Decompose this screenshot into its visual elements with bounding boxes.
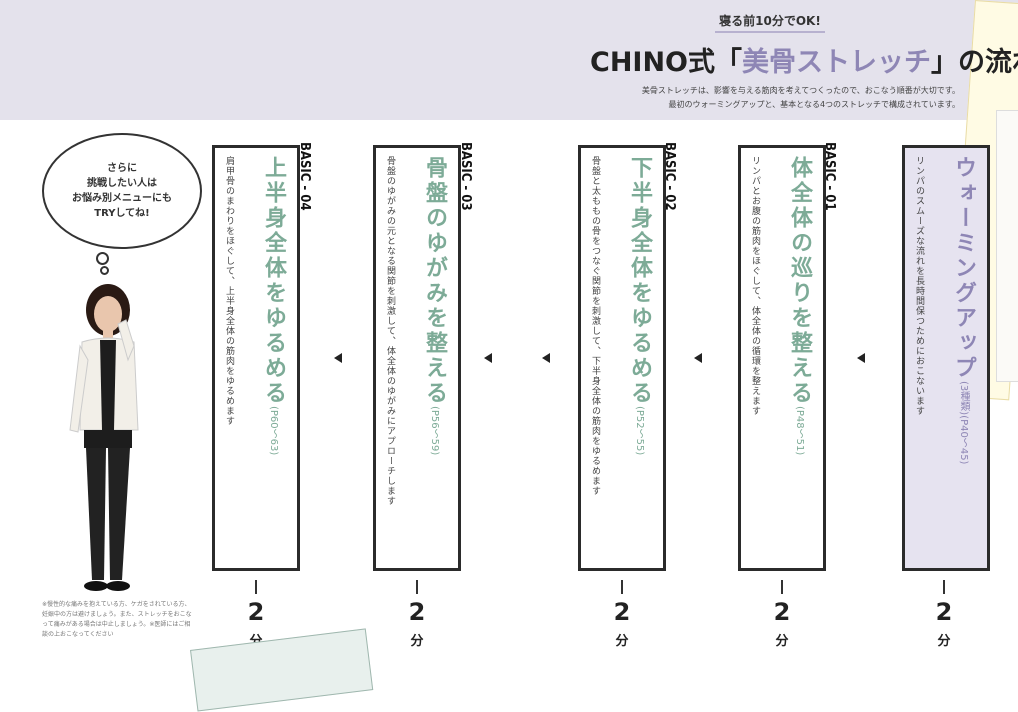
speech-bubble: さらに 挑戦したい人は お悩み別メニューにも TRYしてね! <box>42 133 202 249</box>
duration-unit: 分 <box>615 634 629 649</box>
step-title: 体全体の巡りを整える(P48〜51) <box>783 156 815 455</box>
woman-photo-illustration <box>69 284 139 591</box>
duration-unit: 分 <box>937 634 951 649</box>
title-suffix: 」の流れ <box>931 47 1018 78</box>
step-pages: (P56〜59) <box>429 406 440 456</box>
footnote: ※慢性的な痛みを抱えている方、ケガをされている方、妊娠中の方は避けましょう。また… <box>42 601 192 638</box>
overlapping-sheet <box>190 628 374 712</box>
duration-tick <box>621 580 623 594</box>
bubble-line-4: TRYしてね! <box>94 208 150 219</box>
step-pages: (P60〜63) <box>268 406 279 456</box>
bubble-tail-dot <box>96 252 109 265</box>
flow-arrow-icon <box>694 353 702 363</box>
intro-description: 美骨ストレッチは、影響を与える筋肉を考えてつくったので、おこなう順番が大切です。… <box>560 84 960 112</box>
title-prefix: CHINO式「 <box>590 47 743 78</box>
step-basic-01: 体全体の巡りを整える(P48〜51) リンパとお腹の筋肉をほぐして、体全体の循環… <box>738 145 826 571</box>
intro-line-1: 美骨ストレッチは、影響を与える筋肉を考えてつくったので、おこなう順番が大切です。 <box>641 86 960 95</box>
duration-value: 2 <box>935 598 953 626</box>
step-basic-03: 骨盤のゆがみを整える(P56〜59) 骨盤のゆがみの元となる関節を刺激して、体全… <box>373 145 461 571</box>
step-description: 肩甲骨のまわりをほぐして、上半身全体の筋肉をゆるめます <box>224 156 234 426</box>
bubble-text: さらに 挑戦したい人は お悩み別メニューにも TRYしてね! <box>72 161 172 221</box>
step-description: リンパとお腹の筋肉をほぐして、体全体の循環を整えます <box>750 156 760 416</box>
step-title-text: 上半身全体をゆるめる <box>261 156 286 406</box>
step-title-text: 体全体の巡りを整える <box>787 156 812 406</box>
duration-tick <box>416 580 418 594</box>
step-subtitle: (3種類) <box>958 381 969 416</box>
flow-arrow-icon <box>334 353 342 363</box>
bubble-tail-dot <box>100 266 109 275</box>
page-title: CHINO式「美骨ストレッチ」の流れ <box>590 40 1018 79</box>
bubble-line-1: さらに <box>107 163 137 174</box>
step-description: リンパのスムーズな流れを長時間保つためにおこないます <box>914 156 924 416</box>
step-basic-04: 上半身全体をゆるめる(P60〜63) 肩甲骨のまわりをほぐして、上半身全体の筋肉… <box>212 145 300 571</box>
flow-arrow-icon <box>484 353 492 363</box>
step-label: BASIC - 03 <box>458 142 473 211</box>
step-title: 下半身全体をゆるめる(P52〜55) <box>623 156 655 455</box>
duration-value: 2 <box>773 598 791 626</box>
duration-value: 2 <box>408 598 426 626</box>
duration-unit: 分 <box>775 634 789 649</box>
step-pages: (P52〜55) <box>634 406 645 456</box>
step-warmup: ウォーミングアップ(3種類)(P40〜45) リンパのスムーズな流れを長時間保つ… <box>902 145 990 571</box>
step-title: ウォーミングアップ(3種類)(P40〜45) <box>947 156 979 464</box>
bubble-line-3: お悩み別メニューにも <box>72 193 172 204</box>
duration-tick <box>943 580 945 594</box>
bubble-line-2: 挑戦したい人は <box>87 178 157 189</box>
duration-value: 2 <box>613 598 631 626</box>
flow-arrow-icon <box>857 353 865 363</box>
intro-line-2: 最初のウォーミングアップと、基本となる4つのストレッチで構成されています。 <box>668 100 961 109</box>
duration-tick <box>255 580 257 594</box>
step-label: BASIC - 04 <box>297 142 312 211</box>
duration-unit: 分 <box>410 634 424 649</box>
title-accent: 美骨ストレッチ <box>742 47 932 78</box>
step-title-text: ウォーミングアップ <box>951 156 976 381</box>
header-band <box>0 0 1018 120</box>
step-description: 骨盤のゆがみの元となる関節を刺激して、体全体のゆがみにアプローチします <box>385 156 395 506</box>
step-description: 骨盤と太ももの骨をつなぐ関節を刺激して、下半身全体の筋肉をゆるめます <box>590 156 600 496</box>
duration-tick <box>781 580 783 594</box>
step-title: 上半身全体をゆるめる(P60〜63) <box>257 156 289 455</box>
note-paper-inner <box>996 110 1018 382</box>
step-title-text: 骨盤のゆがみを整える <box>422 156 447 406</box>
step-title: 骨盤のゆがみを整える(P56〜59) <box>418 156 450 455</box>
duration-value: 2 <box>247 598 265 626</box>
kicker-label: 寝る前10分でOK! <box>715 12 825 33</box>
step-title-text: 下半身全体をゆるめる <box>627 156 652 406</box>
step-pages: (P40〜45) <box>958 415 969 465</box>
flow-arrow-icon <box>542 353 550 363</box>
step-pages: (P48〜51) <box>794 406 805 456</box>
step-basic-02: 下半身全体をゆるめる(P52〜55) 骨盤と太ももの骨をつなぐ関節を刺激して、下… <box>578 145 666 571</box>
